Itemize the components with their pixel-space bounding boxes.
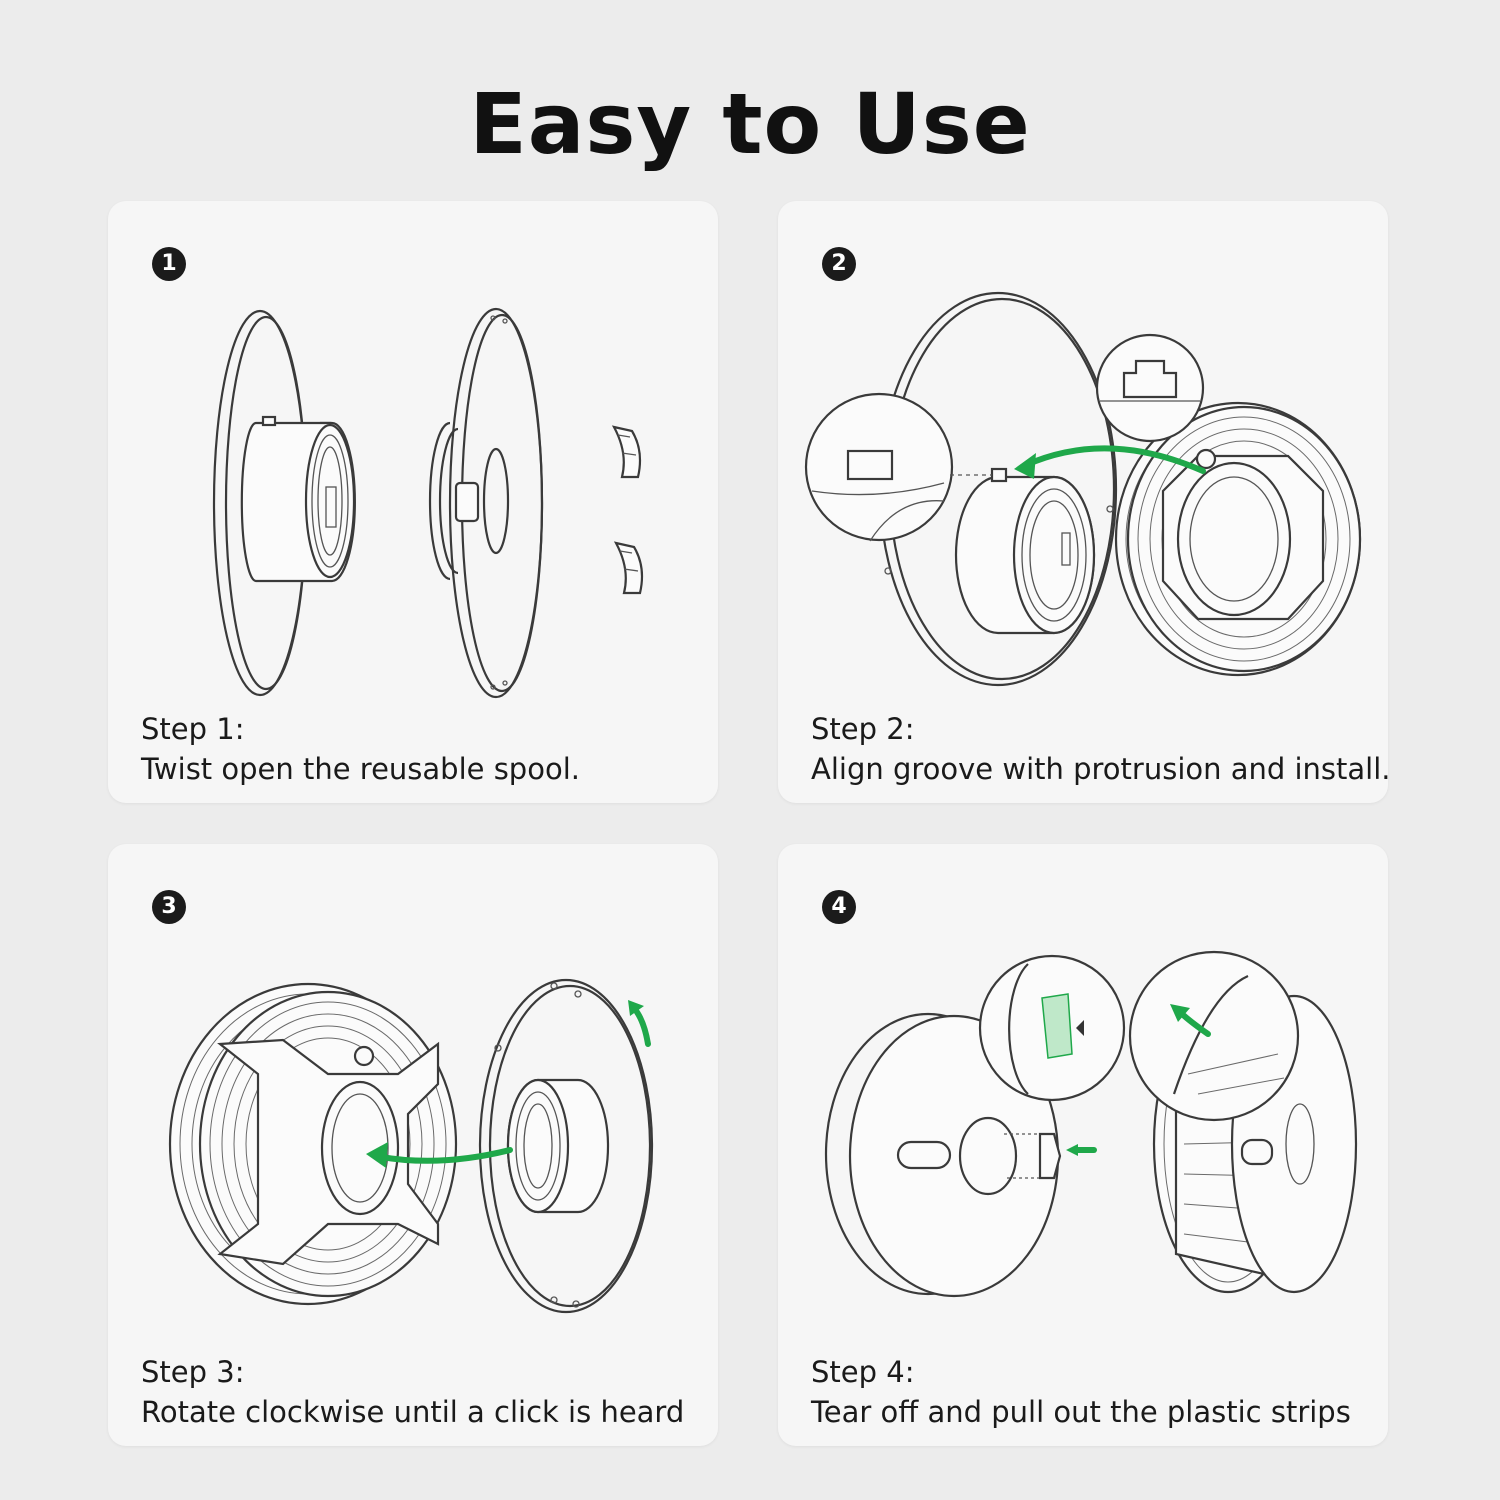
step-4-instruction: Tear off and pull out the plastic strips [811, 1395, 1351, 1429]
step-3-caption: Step 3: Rotate clockwise until a click i… [141, 1352, 684, 1432]
step-3-heading: Step 3: [141, 1355, 245, 1389]
step-3-illustration [168, 978, 654, 1314]
step-1-illustration [212, 307, 644, 699]
step-4-illustration [824, 950, 1358, 1298]
step-3-card: 3 Step 3: Rotate clockwise until [108, 844, 718, 1446]
step-4-card: 4 Step 4: Tear off and pull out t [778, 844, 1388, 1446]
page-title: Easy to Use [469, 75, 1031, 173]
step-2-number-badge: 2 [822, 247, 856, 281]
step-2-caption: Step 2: Align groove with protrusion and… [811, 709, 1391, 789]
step-1-heading: Step 1: [141, 712, 245, 746]
step-3-number-badge: 3 [152, 890, 186, 924]
step-2-heading: Step 2: [811, 712, 915, 746]
step-1-number-badge: 1 [152, 247, 186, 281]
step-1-caption: Step 1: Twist open the reusable spool. [141, 709, 580, 789]
step-1-instruction: Twist open the reusable spool. [141, 752, 580, 786]
step-4-caption: Step 4: Tear off and pull out the plasti… [811, 1352, 1351, 1432]
step-2-card: 2 [778, 201, 1391, 803]
step-4-heading: Step 4: [811, 1355, 915, 1389]
step-3-instruction: Rotate clockwise until a click is heard [141, 1395, 685, 1429]
step-4-number-badge: 4 [822, 890, 856, 924]
step-1-card: 1 Step 1: Twist open the reusable spool. [108, 201, 718, 803]
step-2-illustration [804, 291, 1362, 687]
step-2-instruction: Align groove with protrusion and install… [811, 752, 1391, 786]
